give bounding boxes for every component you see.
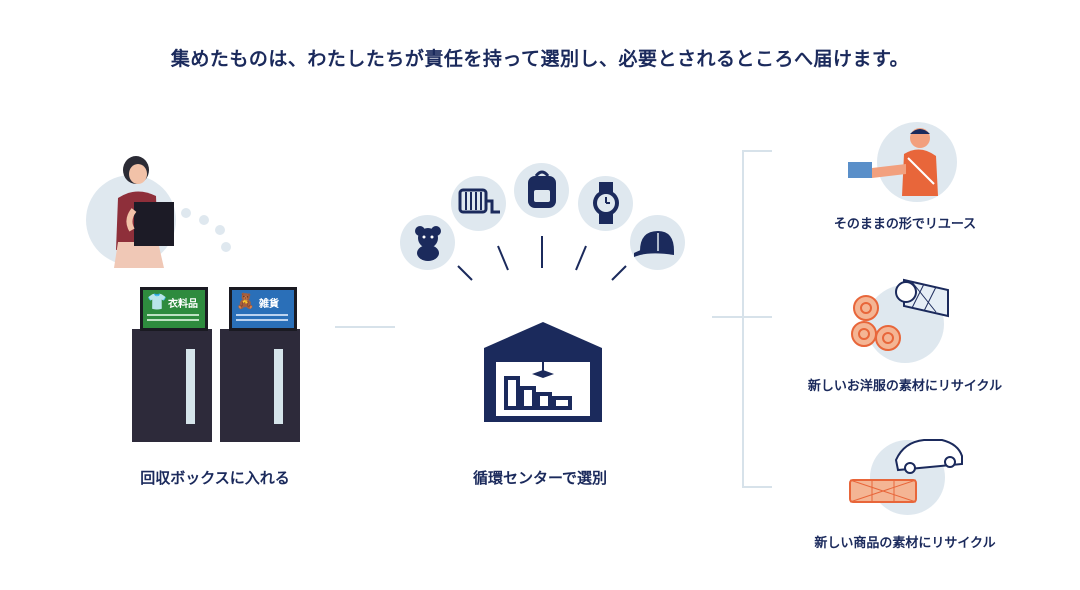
fabric-rolls-icon bbox=[851, 278, 949, 351]
garden-hose-icon bbox=[458, 188, 500, 214]
warehouse-icon bbox=[484, 322, 602, 422]
clothing-recycle-caption: 新しいお洋服の素材にリサイクル bbox=[807, 379, 1003, 394]
connector-line bbox=[335, 326, 395, 328]
page-title: 集めたものは、わたしたちが責任を持って選別し、必要とされるところへ届けます。 bbox=[170, 48, 910, 70]
tshirt-icon: 👕 bbox=[147, 292, 167, 311]
sort-caption: 循環センターで選別 bbox=[472, 469, 608, 487]
bracket-top bbox=[742, 150, 772, 152]
worker-reuse-illustration bbox=[848, 128, 938, 196]
product-recycle-caption: 新しい商品の素材にリサイクル bbox=[814, 536, 996, 551]
sorting-rays bbox=[457, 236, 627, 281]
box-slot bbox=[186, 349, 195, 424]
bracket-line bbox=[742, 150, 744, 488]
backpack-icon bbox=[528, 170, 556, 208]
collect-caption: 回収ボックスに入れる bbox=[140, 469, 290, 487]
clothing-collection-box bbox=[132, 329, 212, 442]
teddy-bear-icon bbox=[415, 226, 441, 261]
person-with-box-illustration bbox=[114, 156, 231, 268]
goods-sign-label: 雑貨 bbox=[259, 299, 279, 310]
baseball-cap-icon bbox=[634, 231, 674, 257]
goods-collection-box bbox=[220, 329, 300, 442]
teddy-bear-icon: 🧸 bbox=[236, 292, 255, 310]
car-cushion-icon bbox=[849, 439, 963, 503]
wristwatch-icon bbox=[593, 182, 619, 224]
goods-sign: 🧸 雑貨 bbox=[229, 287, 297, 331]
bracket-bottom bbox=[742, 486, 772, 488]
box-slot bbox=[274, 349, 283, 424]
reuse-caption: そのままの形でリユース bbox=[833, 217, 977, 232]
clothing-sign: 👕 衣料品 bbox=[140, 287, 208, 331]
clothing-sign-label: 衣料品 bbox=[168, 299, 198, 310]
